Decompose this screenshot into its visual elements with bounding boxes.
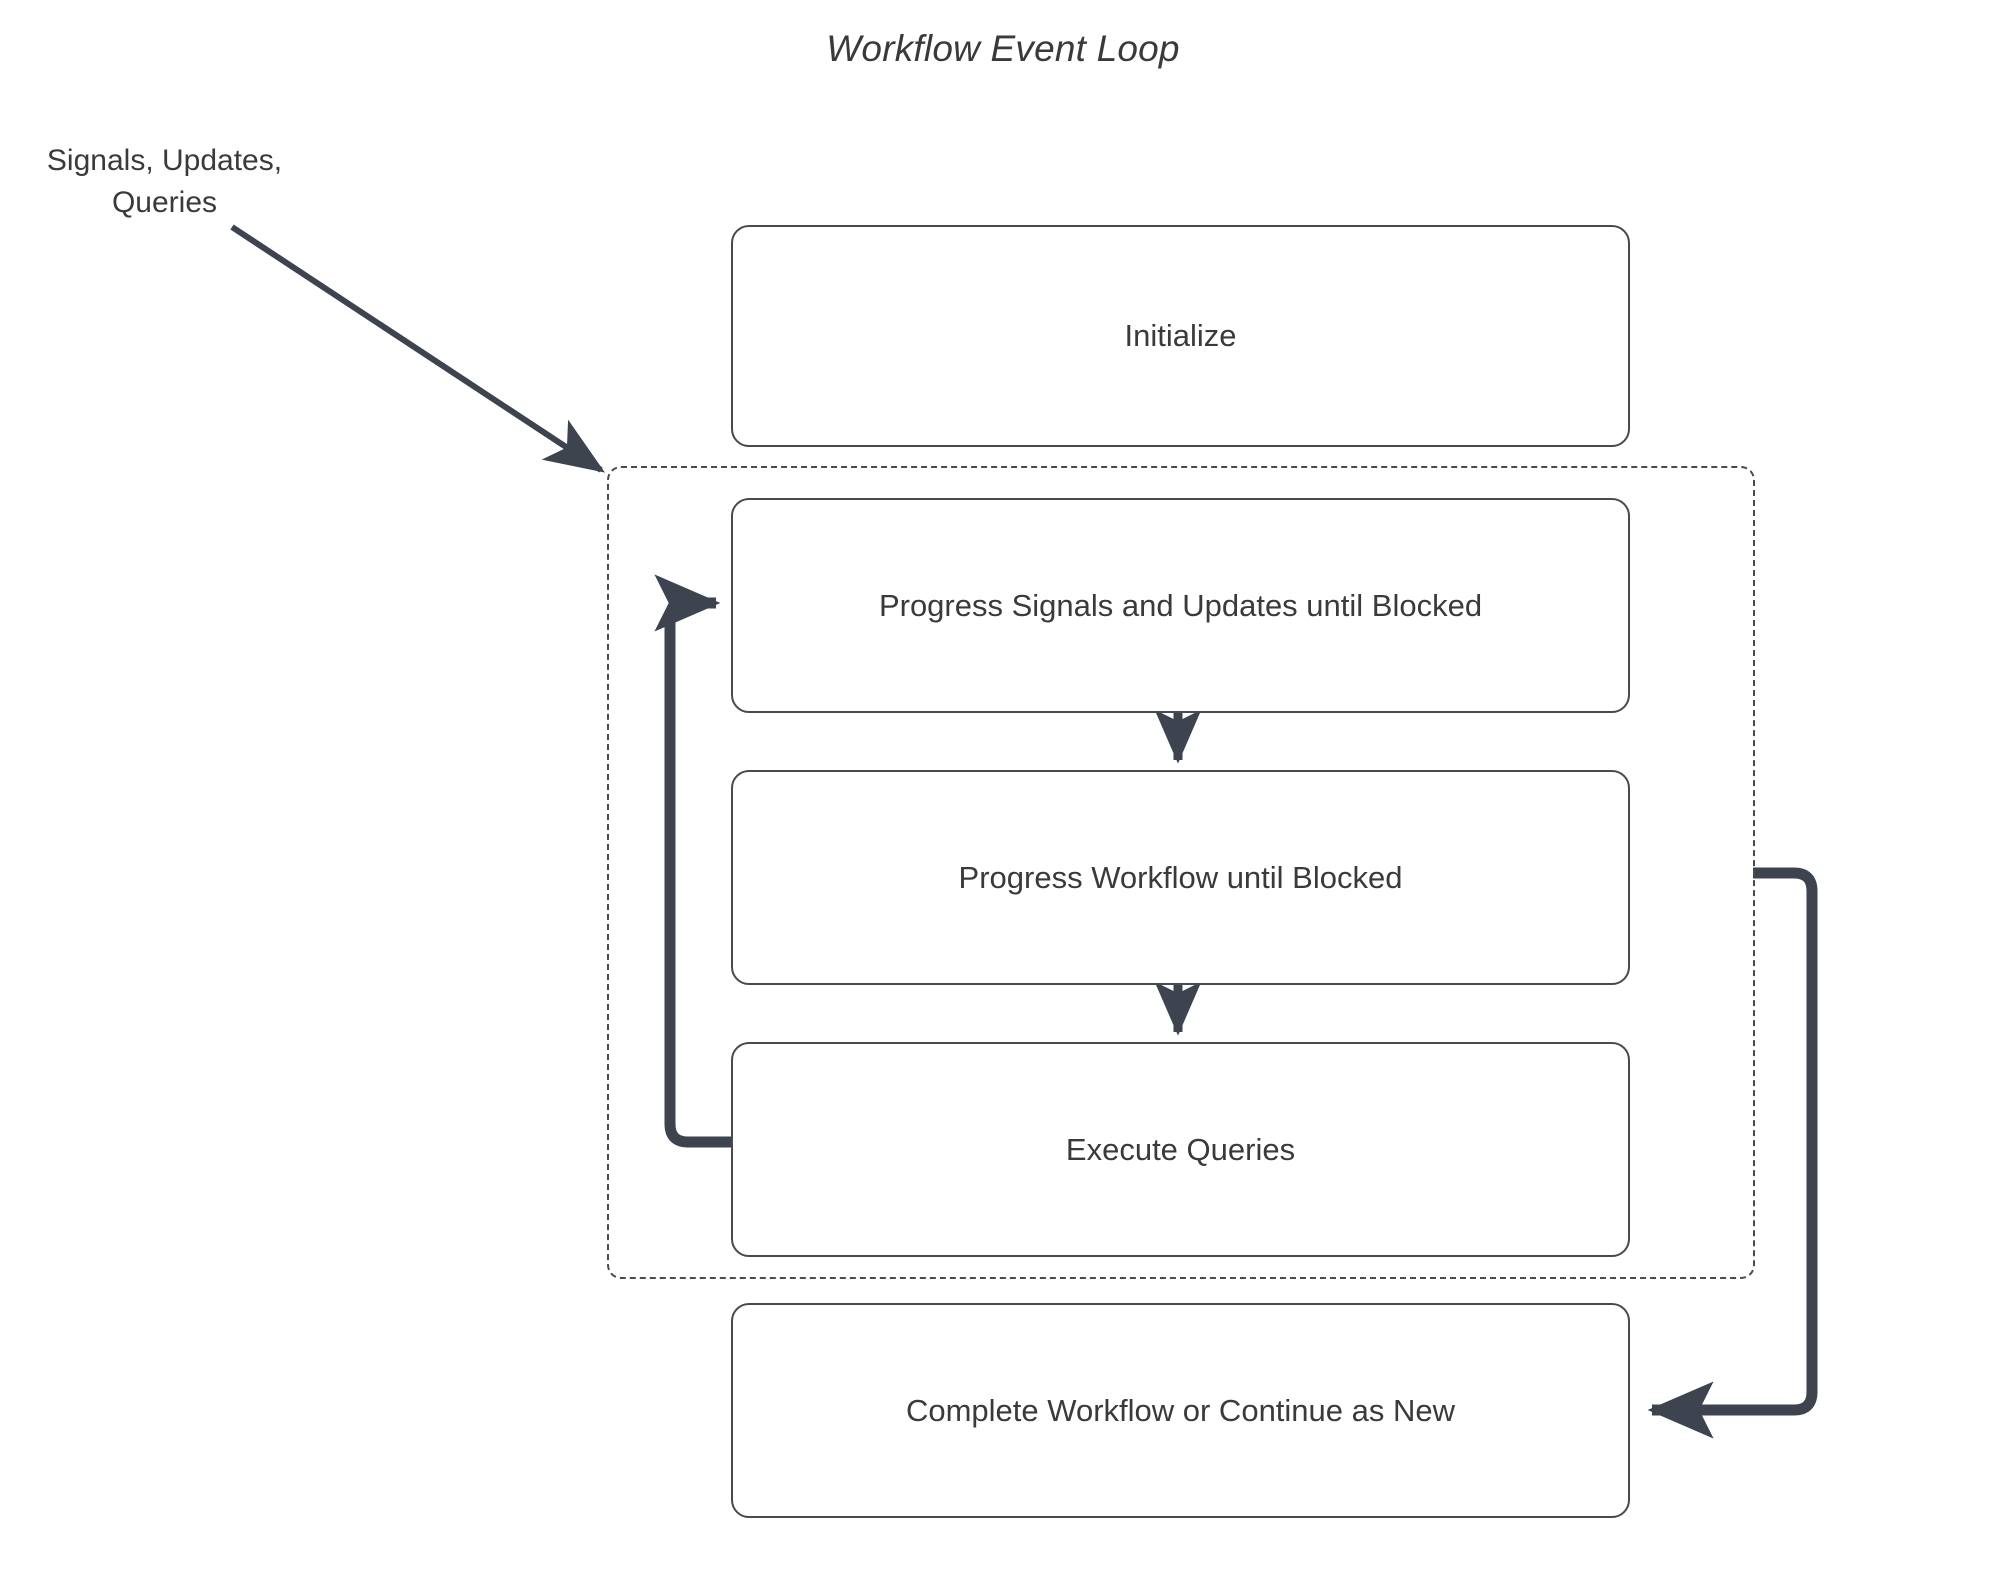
node-progress-workflow[interactable]: Progress Workflow until Blocked	[731, 770, 1630, 985]
external-input-label: Signals, Updates,Queries	[46, 144, 283, 219]
edge-external-input	[230, 224, 606, 473]
node-complete-workflow-label: Complete Workflow or Continue as New	[905, 1392, 1456, 1428]
node-progress-signals[interactable]: Progress Signals and Updates until Block…	[731, 498, 1630, 713]
node-progress-workflow-label: Progress Workflow until Blocked	[958, 859, 1403, 895]
node-initialize[interactable]: Initialize	[731, 225, 1630, 447]
node-progress-signals-label: Progress Signals and Updates until Block…	[878, 587, 1483, 623]
node-execute-queries[interactable]: Execute Queries	[731, 1042, 1630, 1257]
event-loop-group	[607, 466, 1755, 1279]
page-title: Workflow Event Loop	[826, 28, 1180, 69]
node-initialize-label: Initialize	[1124, 318, 1237, 353]
node-execute-queries-label: Execute Queries	[1065, 1131, 1296, 1167]
node-complete-workflow[interactable]: Complete Workflow or Continue as New	[731, 1303, 1630, 1518]
